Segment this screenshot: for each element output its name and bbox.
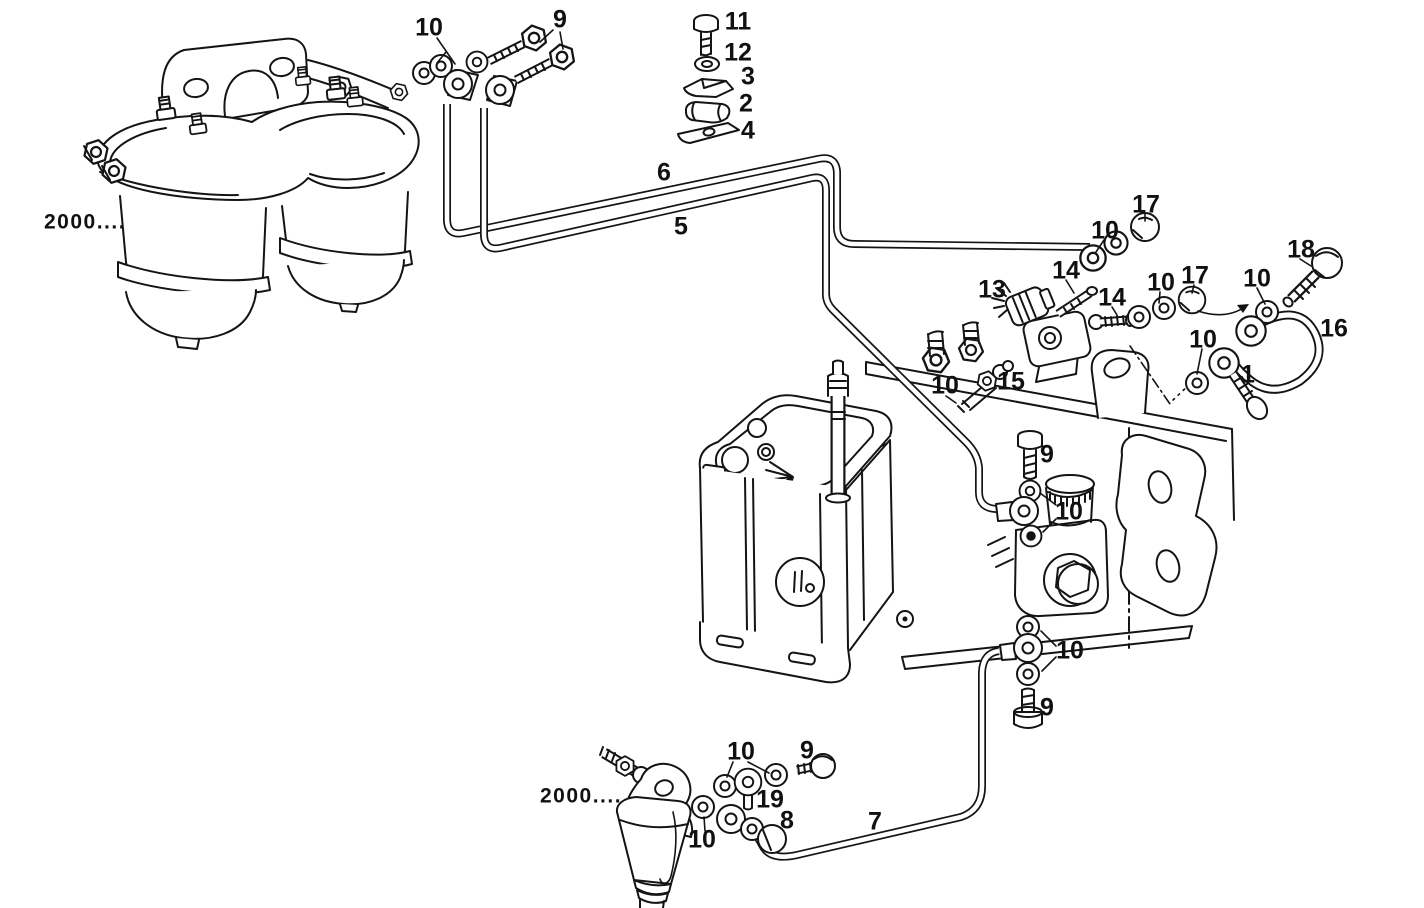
bolt-18 — [1282, 247, 1343, 308]
pump-bottom-banjo — [999, 615, 1043, 729]
part-number-label: 8 — [780, 806, 794, 835]
part-number-label: 10 — [727, 737, 755, 766]
part-number-label: 10 — [1189, 325, 1217, 354]
return-hose-16 — [1185, 300, 1324, 395]
fuel-line-5 — [480, 108, 1009, 514]
part-number-label: 18 — [1287, 235, 1315, 264]
part-number-label: 9 — [553, 5, 567, 34]
part-number-label: 12 — [724, 38, 752, 67]
part-number-label: 19 — [756, 785, 784, 814]
part-number-label: 14 — [1098, 283, 1126, 312]
part-number-label: 2 — [739, 89, 753, 118]
part-number-label: 17 — [1181, 261, 1209, 290]
part-number-label: 10 — [1055, 497, 1083, 526]
pump-inlet-banjo — [995, 430, 1043, 548]
part-number-label: 10 — [1056, 636, 1084, 665]
banjo-bolts-top — [486, 22, 579, 85]
part-number-label: 16 — [1320, 314, 1348, 343]
overflow-valve-assembly — [991, 282, 1135, 383]
part-number-label: 9 — [800, 736, 814, 765]
part-number-label: 10 — [1243, 264, 1271, 293]
part-number-label: 3 — [741, 62, 755, 91]
banjo-bolt-1 — [1228, 371, 1269, 421]
part-number-label: 4 — [741, 116, 755, 145]
main-fuel-filter-assembly — [80, 37, 420, 350]
part-number-label: 5 — [674, 212, 688, 241]
part-number-label: 10 — [688, 825, 716, 854]
pre-filter-assembly — [599, 746, 694, 908]
part-number-label: 14 — [1052, 256, 1080, 285]
part-number-label: 10 — [415, 13, 443, 42]
part-number-label: 17 — [1132, 190, 1160, 219]
pipe-clamp-parts — [677, 14, 740, 144]
banjo-fittings-top — [412, 50, 518, 107]
part-number-label: 10 — [931, 371, 959, 400]
part-number-label: 15 — [997, 367, 1025, 396]
model-code-label: 2000.... — [540, 784, 623, 808]
part-number-label: 11 — [724, 7, 752, 36]
part-number-label: 10 — [1147, 268, 1175, 297]
part-number-label: 9 — [1040, 440, 1054, 469]
model-code-label: 2000.... — [44, 210, 127, 234]
washers-nuts-right — [1079, 212, 1249, 329]
part-number-label: 1 — [1241, 360, 1255, 389]
part-number-label: 6 — [657, 158, 671, 187]
part-number-label: 10 — [1091, 216, 1119, 245]
injection-pump — [698, 321, 1235, 684]
part-number-label: 9 — [1040, 693, 1054, 722]
leader-lines — [436, 29, 1312, 832]
fuel-line-6 — [443, 104, 1091, 251]
part-number-label: 13 — [978, 275, 1006, 304]
banjo-washer-cluster-bottom — [691, 753, 836, 854]
part-number-label: 7 — [868, 807, 882, 836]
